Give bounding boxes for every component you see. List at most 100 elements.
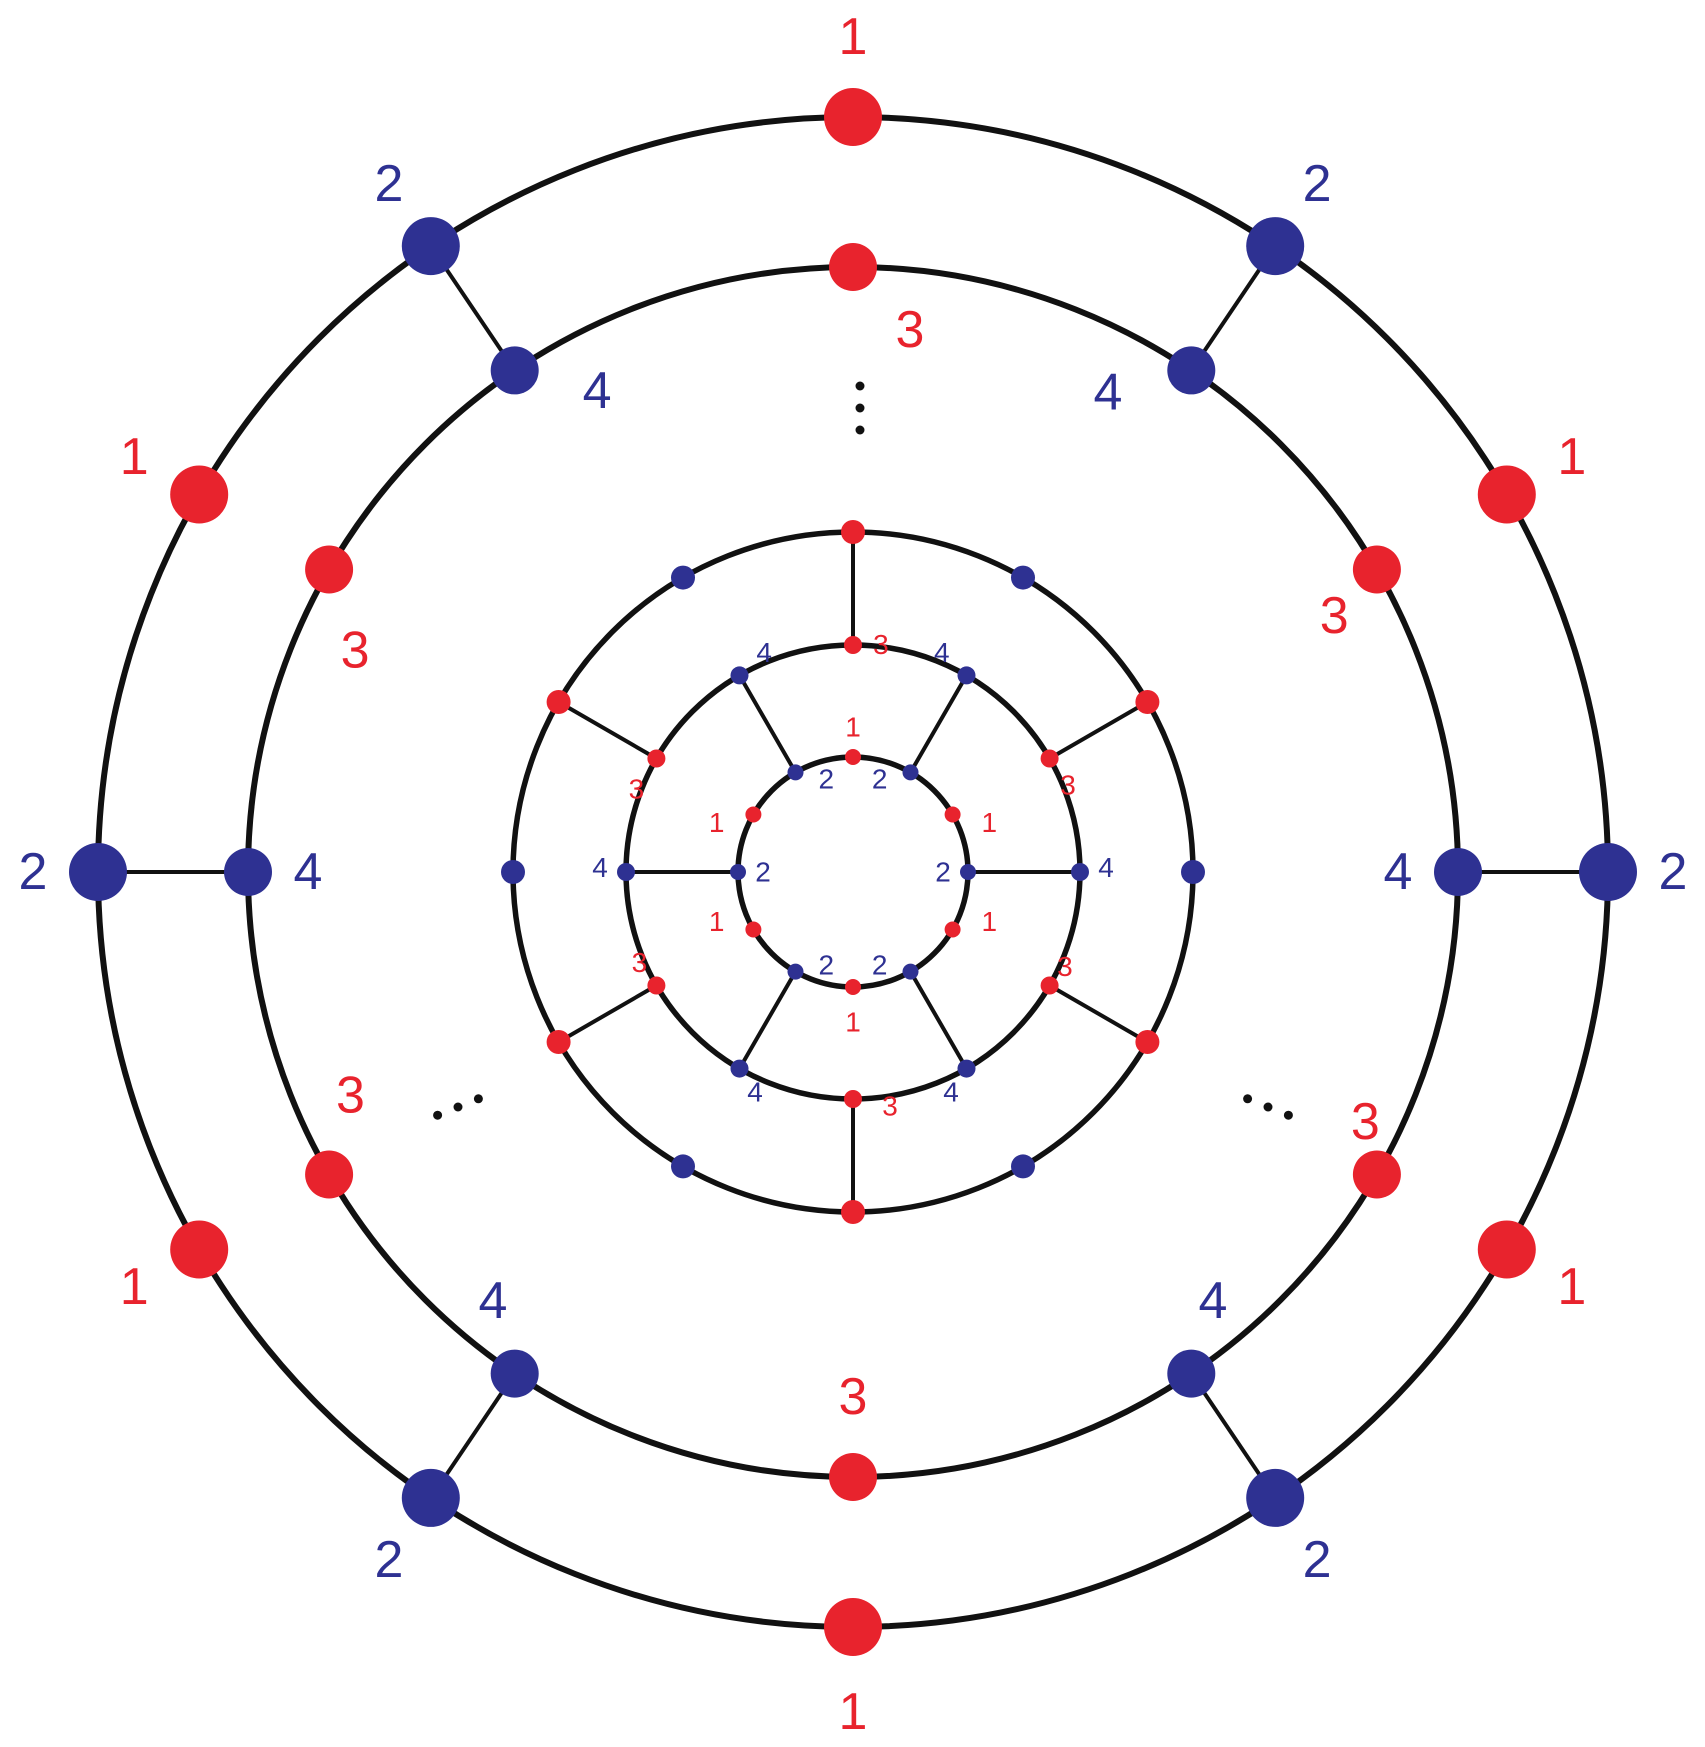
inner-node-label-4: 4 [592,852,608,883]
node-blue-ring-1 [501,860,525,884]
inner-node-label-2: 2 [819,763,835,794]
continuation-dots-top [855,381,865,435]
inner-spoke-inner [737,970,798,1070]
continuation-dot [1263,1102,1273,1112]
node-3-second [1352,545,1401,594]
second-node-label-3: 3 [336,1067,365,1125]
node-1-ring-3 [845,749,861,765]
node-1-outer [170,465,229,524]
inner-node-label-1: 1 [845,1007,861,1038]
node-4-second [490,346,539,395]
nodes-layer [69,88,1637,1656]
node-1-ring-3 [845,979,861,995]
node-red-ring-1 [546,690,571,714]
node-2-ring-3 [902,963,919,980]
node-3-second [1352,1150,1401,1199]
node-3-ring-2 [844,1090,862,1108]
continuation-dots-bottom-left [433,1094,483,1120]
inner-node-label-3: 3 [1057,951,1073,982]
inner-node-label-3: 3 [873,629,889,660]
node-blue-ring-1 [671,565,695,590]
outer-node-label-2: 2 [374,1531,403,1589]
node-2-outer [1246,217,1305,276]
inner-spoke-outer [1048,700,1149,761]
inner-node-label-4: 4 [1098,852,1114,883]
inner-node-label-4: 4 [934,637,950,668]
second-node-label-3: 3 [896,301,925,359]
inner-node-label-2: 2 [755,857,771,888]
inner-node-label-1: 1 [709,906,725,937]
node-2-outer [401,217,460,276]
inner-node-label-4: 4 [747,1077,763,1108]
node-4-ring-2 [617,863,635,881]
continuation-dots-layer [433,381,1293,1120]
second-ring [245,264,1461,1480]
inner-spoke-outer [557,983,658,1044]
second-node-label-3: 3 [1320,587,1349,645]
node-2-outer [401,1468,460,1527]
node-3-ring-2 [647,749,666,768]
node-1-outer [1477,465,1536,524]
node-3-second [829,1453,877,1501]
outer-node-label-1: 1 [120,1258,149,1316]
node-blue-ring-1 [1181,860,1205,884]
inner-spoke-outer [557,700,658,761]
node-4-second [1434,848,1482,896]
node-2-outer [69,843,127,901]
inner-node-label-1: 1 [845,712,861,743]
node-blue-ring-1 [1011,1154,1035,1179]
node-1-outer [824,88,882,146]
node-2-outer [1246,1468,1305,1527]
continuation-dots-bottom-right [1243,1094,1293,1120]
node-1-ring-3 [944,921,961,938]
node-3-ring-2 [1040,749,1059,768]
outer-node-label-2: 2 [1303,155,1332,213]
node-3-second [305,1150,354,1199]
outer-node-label-2: 2 [19,843,48,901]
inner-node-label-2: 2 [935,857,951,888]
node-1-outer [824,1598,882,1656]
second-node-label-4: 4 [294,843,323,901]
second-node-label-4: 4 [479,1272,508,1330]
node-2-ring-3 [787,764,804,781]
inner-node-label-4: 4 [943,1077,959,1108]
inner-node-label-3: 3 [629,773,645,804]
node-3-ring-2 [1040,976,1059,995]
second-node-label-4: 4 [1384,843,1413,901]
inner-spoke-inner [908,970,969,1070]
continuation-dot [1283,1110,1293,1120]
inner-node-label-1: 1 [982,807,998,838]
inner-node-label-2: 2 [872,763,888,794]
node-3-second [829,243,877,291]
node-4-ring-2 [957,1059,976,1078]
continuation-dot [855,403,865,413]
outer-node-label-1: 1 [839,1683,868,1741]
inner-node-label-4: 4 [756,637,772,668]
node-3-ring-2 [647,976,666,995]
continuation-dot [473,1094,483,1104]
edges-layer [98,244,1608,1500]
outer-node-label-1: 1 [1557,428,1586,486]
inner-node-label-3: 3 [632,947,648,978]
node-3-second [305,545,354,594]
second-node-label-3: 3 [341,621,370,679]
inner-node-label-1: 1 [709,807,725,838]
node-4-ring-2 [730,666,749,685]
outer-node-label-1: 1 [120,428,149,486]
node-1-ring-3 [745,921,762,938]
inner-node-label-3: 3 [882,1091,898,1122]
continuation-dot [453,1102,463,1112]
node-2-ring-3 [960,864,976,880]
inner-spoke-inner [908,674,969,774]
node-4-ring-2 [1071,863,1089,881]
continuation-dot [855,425,865,435]
second-node-label-4: 4 [583,362,612,420]
node-red-ring-1 [1135,690,1160,714]
node-4-second [1167,1349,1216,1398]
outer-node-label-2: 2 [374,155,403,213]
node-red-ring-1 [1135,1030,1160,1054]
node-4-ring-2 [957,666,976,685]
node-blue-ring-1 [671,1154,695,1179]
node-1-outer [170,1220,229,1279]
